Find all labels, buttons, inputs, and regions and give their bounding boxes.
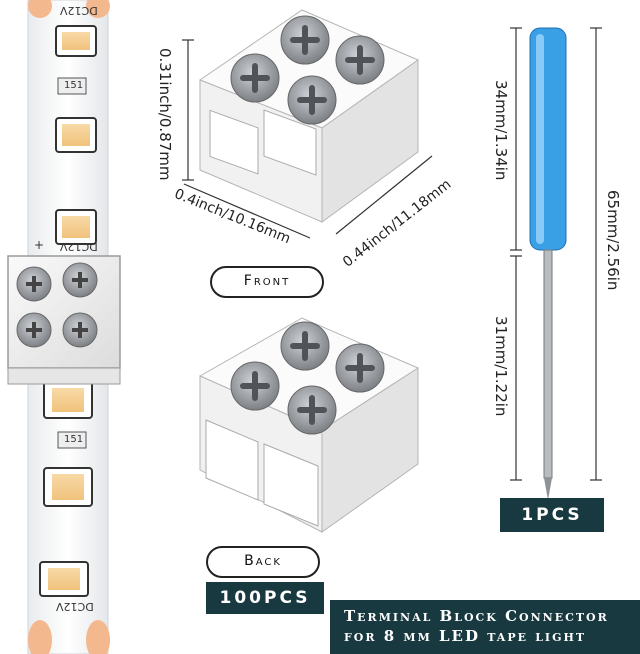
caption-line-1: Terminal Block Connector bbox=[344, 607, 609, 625]
screwdriver-quantity-label: 1PCS bbox=[500, 498, 604, 532]
connector-back-view bbox=[198, 317, 420, 533]
screwdriver-shaft-dimension: 31mm/1.22in bbox=[492, 316, 510, 417]
connector-quantity-label: 100PCS bbox=[206, 582, 324, 614]
height-dimension-label: 0.31inch/0.87mm bbox=[156, 48, 174, 181]
led-chip bbox=[55, 25, 97, 57]
resistor-mark-bottom: 151 bbox=[64, 434, 84, 445]
led-chip bbox=[55, 209, 97, 245]
screwdriver-total-dimension: 65mm/2.56in bbox=[604, 190, 622, 291]
screwdriver bbox=[529, 27, 567, 500]
led-chip bbox=[43, 467, 93, 507]
led-chip bbox=[43, 381, 93, 419]
connector-on-strip bbox=[7, 255, 121, 385]
caption-line-2: for 8 mm LED tape light bbox=[344, 627, 587, 645]
screwdriver-handle-dimension: 34mm/1.34in bbox=[492, 80, 510, 181]
resistor-mark-top: 151 bbox=[64, 80, 84, 91]
connector-front-view bbox=[198, 9, 420, 223]
polarity-plus: + bbox=[34, 238, 45, 252]
led-chip bbox=[39, 561, 89, 597]
back-view-label: Back bbox=[206, 546, 320, 578]
led-chip bbox=[55, 117, 97, 153]
front-view-label: Front bbox=[210, 266, 324, 298]
product-caption: Terminal Block Connector for 8 mm LED ta… bbox=[330, 600, 640, 654]
